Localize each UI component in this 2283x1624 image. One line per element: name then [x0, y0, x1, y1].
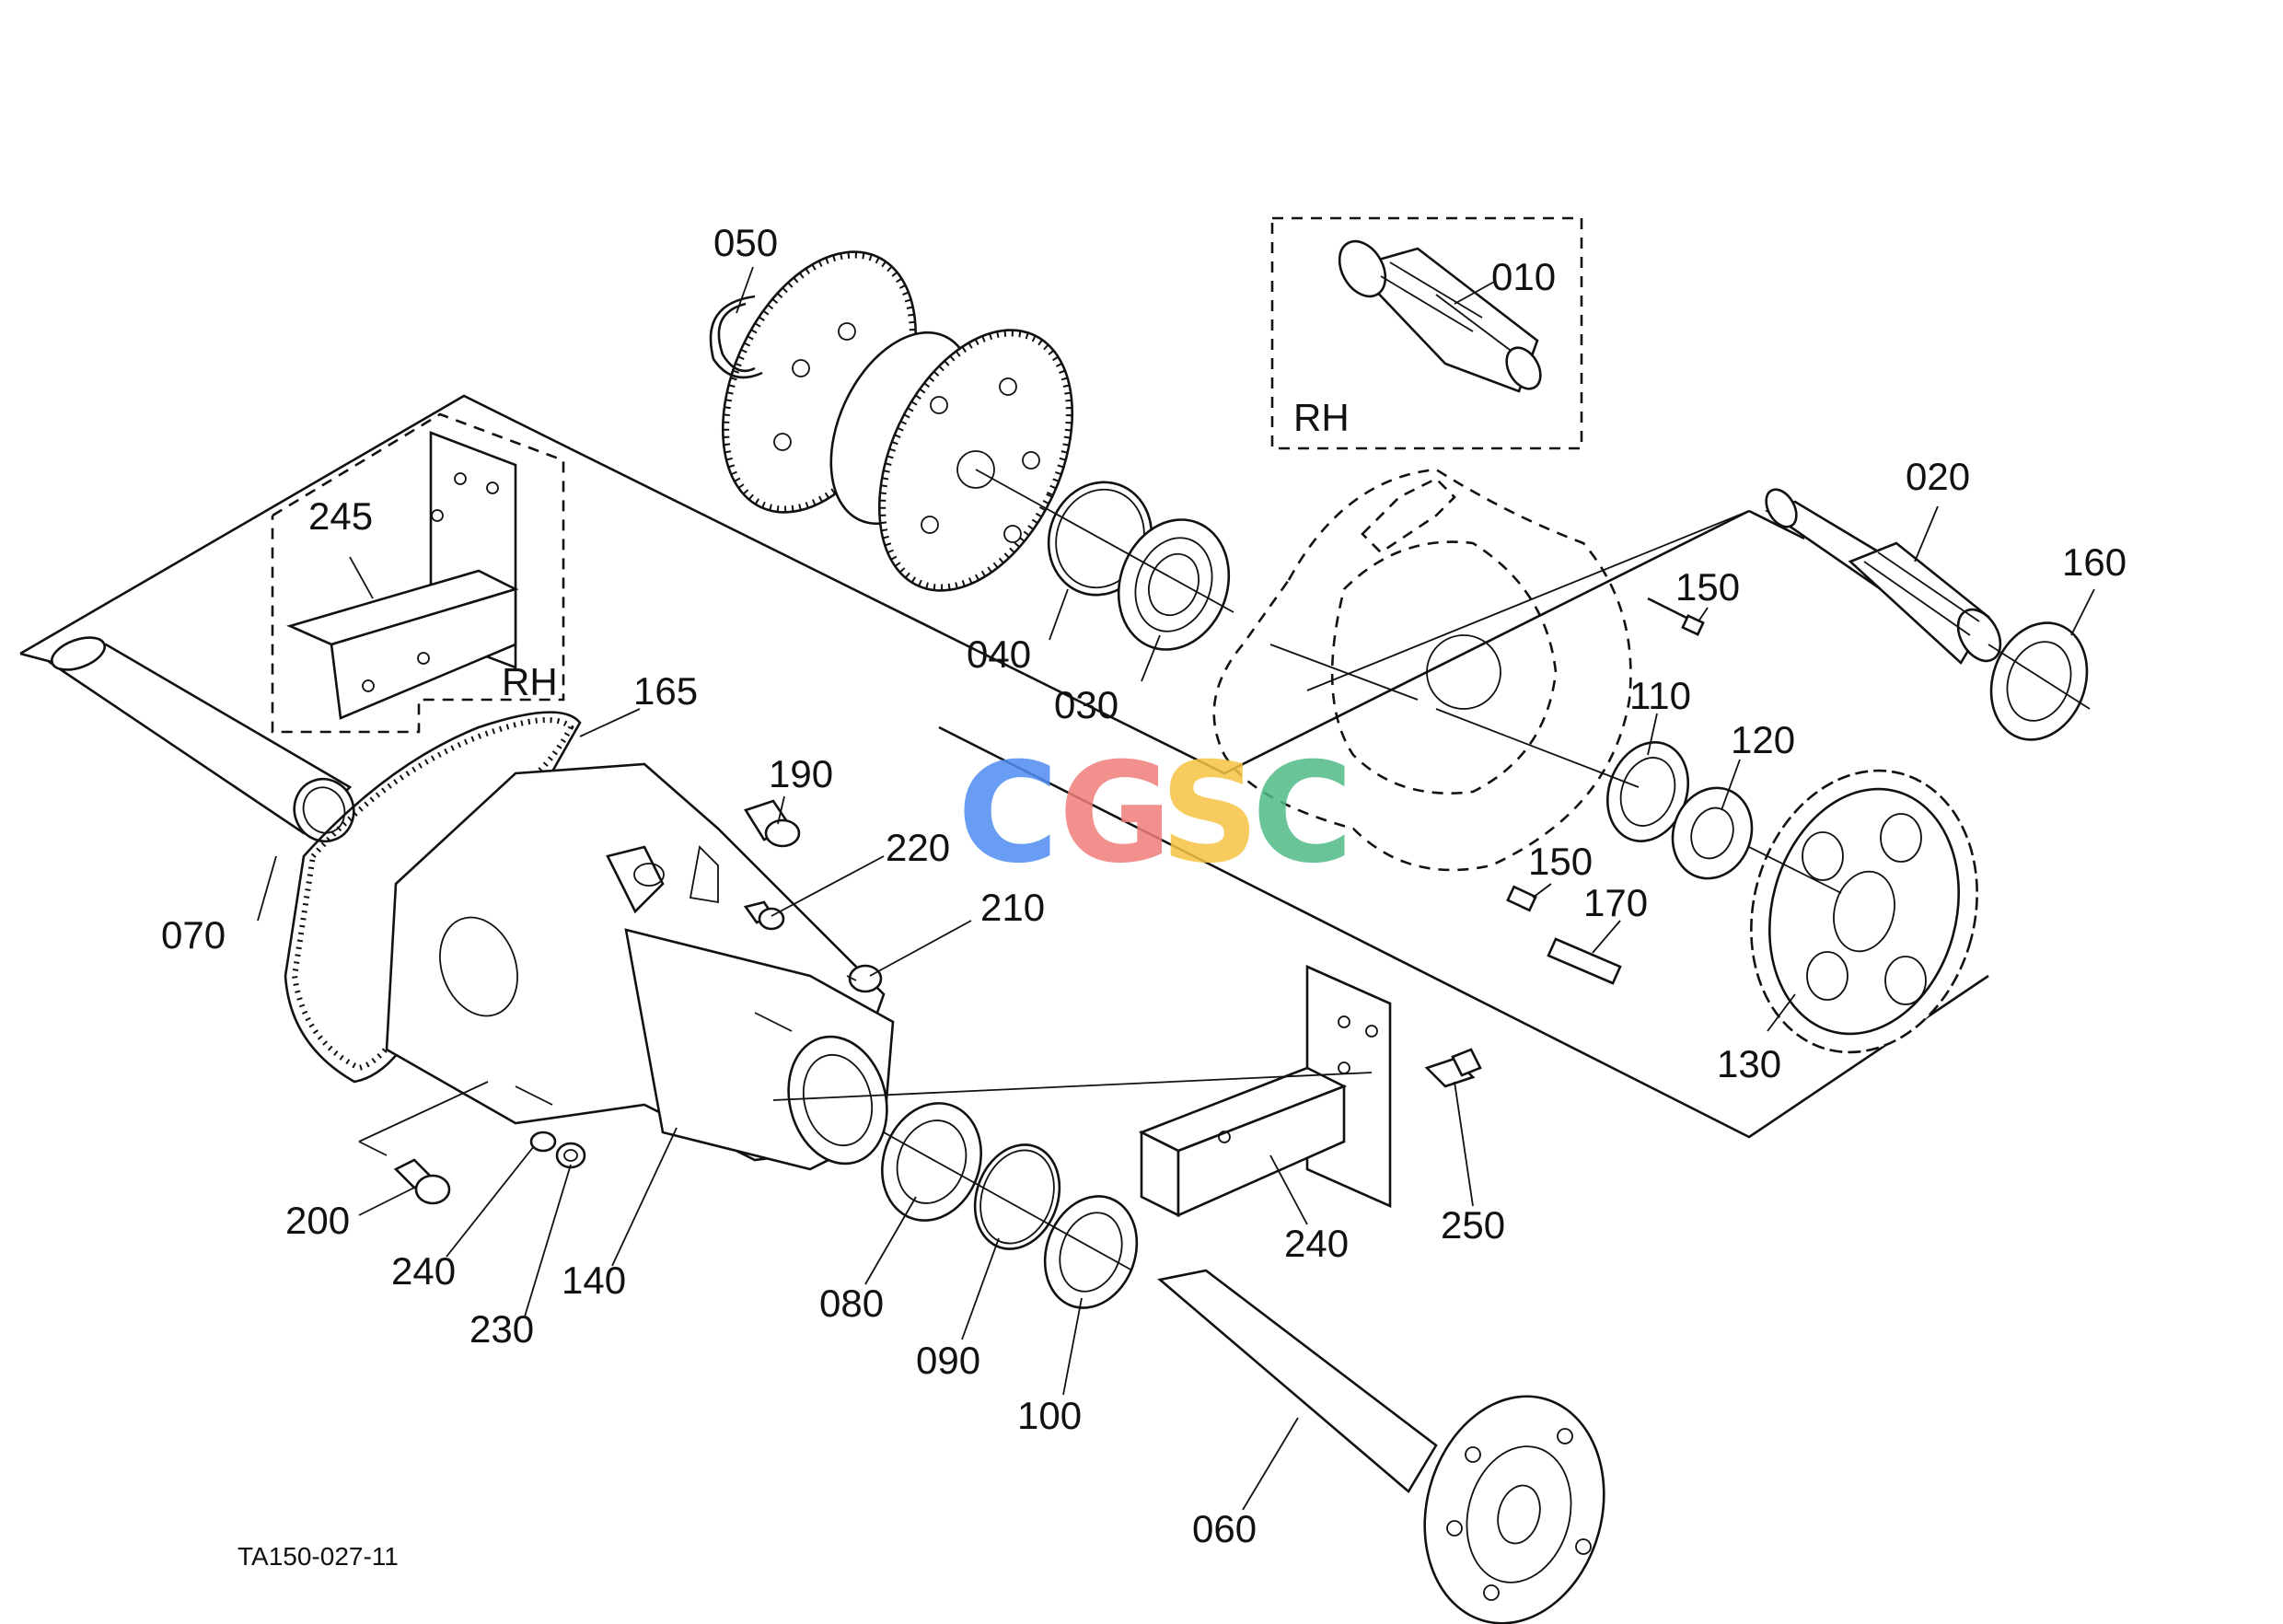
part-label-165[interactable]: 165 [633, 669, 698, 713]
part-number-labels: 050 010 020 160 150 040 030 110 120 150 … [161, 221, 2127, 1550]
part-label-180[interactable]: 200 [285, 1199, 350, 1242]
gear-case-cover-drawing [1212, 468, 1632, 872]
part-label-220[interactable]: 230 [469, 1307, 534, 1351]
part-label-020[interactable]: 020 [1906, 455, 1970, 498]
part-230-washer-drawing [529, 1131, 557, 1153]
part-label-190[interactable]: 210 [980, 886, 1045, 929]
part-label-090[interactable]: 090 [916, 1339, 980, 1382]
part-label-040[interactable]: 040 [967, 632, 1031, 676]
leader-lines [257, 266, 2095, 1511]
part-label-070[interactable]: 070 [161, 913, 226, 957]
part-label-100[interactable]: 100 [1017, 1394, 1082, 1437]
assembly-guide-lines [358, 469, 1842, 1271]
part-label-130[interactable]: 130 [1717, 1042, 1781, 1085]
part-label-030[interactable]: 030 [1054, 683, 1118, 726]
watermark-letter-g: G [1059, 734, 1172, 894]
part-label-060[interactable]: 060 [1192, 1507, 1257, 1550]
part-label-080[interactable]: 080 [819, 1282, 884, 1325]
part-050-snap-ring-drawing [709, 295, 763, 379]
watermark-letter-s: S [1160, 734, 1259, 894]
part-label-010[interactable]: 010 [1491, 255, 1556, 298]
part-label-170[interactable]: 190 [769, 752, 833, 795]
part-130-gear-drawing [1750, 769, 1978, 1054]
part-label-245[interactable]: 245 [308, 494, 373, 538]
rh-detail-box-shaft [1270, 216, 1583, 450]
side-label-rh-bracket: RH [502, 660, 558, 703]
part-label-230[interactable]: 240 [391, 1249, 456, 1293]
part-140-housing-drawing [385, 762, 895, 1171]
part-100-seal-drawing [1043, 1195, 1139, 1309]
rh-detail-box-bracket [271, 412, 565, 734]
part-020-shaft-drawing [1765, 488, 2002, 666]
part-060-axle-drawing [1157, 1269, 1605, 1624]
part-030-bearing-drawing [1117, 518, 1231, 651]
part-090-snap-ring-drawing [973, 1143, 1061, 1250]
part-250-fitting-drawing [1424, 1048, 1482, 1088]
part-150-pin-upper-drawing [1647, 597, 1705, 636]
part-240-bracket-drawing [1138, 964, 1392, 1218]
side-label-rh-shaft: RH [1293, 396, 1350, 439]
part-245-bracket-drawing [286, 431, 519, 720]
part-brake-discs-drawing [721, 250, 1074, 592]
drawing-code: TA150-027-11 [238, 1542, 399, 1571]
part-label-110[interactable]: 110 [1629, 674, 1691, 717]
part-180-bolt-drawing [393, 1158, 451, 1205]
part-label-210[interactable]: 170 [1583, 881, 1648, 924]
part-170-bolt-drawing [744, 799, 801, 848]
watermark: C G S C [957, 734, 1353, 894]
part-label-140[interactable]: 140 [562, 1259, 626, 1302]
part-label-200[interactable]: 220 [886, 826, 950, 869]
part-220-nut-drawing [555, 1142, 586, 1169]
part-label-150-upper[interactable]: 150 [1675, 565, 1740, 609]
part-150-pin-lower-drawing [1506, 885, 1537, 912]
part-080-bearing-drawing [881, 1102, 982, 1222]
part-010-shaft-drawing [1338, 239, 1542, 393]
part-label-050[interactable]: 050 [713, 221, 778, 264]
part-label-160[interactable]: 160 [2062, 540, 2127, 584]
part-label-120[interactable]: 120 [1731, 718, 1795, 761]
watermark-letter-c1: C [957, 734, 1059, 894]
part-label-150-lower[interactable]: 150 [1528, 840, 1593, 883]
part-190-bolt-drawing [846, 964, 883, 993]
part-160-bearing-drawing [1987, 621, 2091, 741]
part-070-tube-drawing [48, 636, 355, 843]
part-label-240-visible[interactable]: 240 [1284, 1222, 1349, 1265]
watermark-letter-c2: C [1252, 734, 1353, 894]
part-label-250[interactable]: 250 [1441, 1203, 1505, 1247]
part-210-stud-drawing [1547, 937, 1622, 985]
